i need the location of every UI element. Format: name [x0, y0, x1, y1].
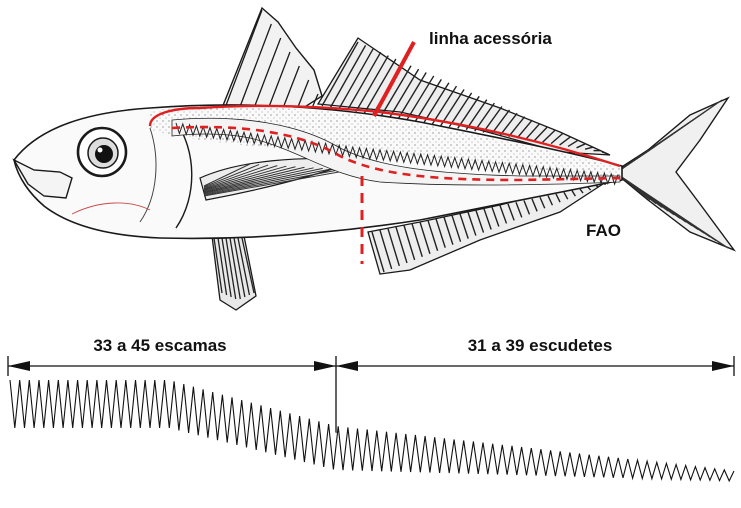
first-dorsal-fin	[218, 8, 322, 118]
credit-label: FAO	[586, 221, 621, 240]
lateral-line-detail	[8, 378, 736, 496]
arrowhead-mid-left	[314, 361, 336, 371]
scales-range-label: 33 a 45 escamas	[93, 336, 226, 355]
eye-highlight	[98, 148, 103, 153]
accessory-line-label: linha acessória	[429, 29, 552, 48]
caudal-fin	[614, 98, 734, 250]
arrowhead-mid-right	[336, 361, 358, 371]
fish-illustration	[14, 8, 734, 310]
arrowhead-left	[8, 361, 30, 371]
lateral-line-outline	[8, 378, 736, 496]
arrowhead-right	[712, 361, 734, 371]
scutes-range-label: 31 a 39 escudetes	[468, 336, 613, 355]
eye-pupil	[95, 145, 113, 163]
